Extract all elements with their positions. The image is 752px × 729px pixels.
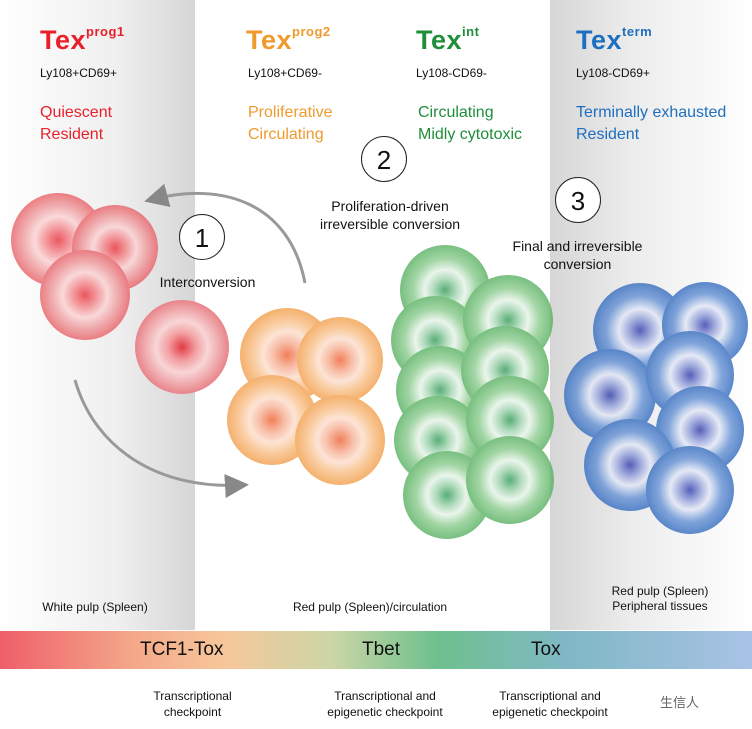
checkpoint-1: Transcriptional checkpoint: [153, 689, 232, 719]
interconversion-arrow-top: [144, 183, 307, 284]
location-left: White pulp (Spleen): [42, 600, 148, 614]
header-tex-term: Texterm: [576, 24, 653, 55]
marker-term: Ly108-CD69+: [576, 66, 650, 80]
term-cell-cluster: [564, 282, 748, 534]
bar-label-tcf1-tox: TCF1-Tox: [140, 639, 224, 660]
desc-term: Terminally exhausted Resident: [576, 104, 727, 143]
header-tex-prog1: Texprog1: [40, 24, 125, 55]
prog1-single-cell: [135, 300, 229, 394]
marker-prog1: Ly108+CD69+: [40, 66, 117, 80]
location-middle: Red pulp (Spleen)/circulation: [292, 600, 448, 614]
prog2-cell-cluster: [227, 308, 385, 485]
bar-label-tox: Tox: [531, 639, 561, 660]
step-1-label: Interconversion: [159, 274, 256, 290]
location-right: Red pulp (Spleen) Peripheral tissues: [611, 584, 709, 613]
expression-gradient-bar: [0, 631, 752, 669]
marker-prog2: Ly108+CD69-: [248, 66, 322, 80]
desc-prog1: Quiescent Resident: [40, 104, 113, 143]
step-2-label: Proliferation-driven irreversible conver…: [319, 198, 461, 232]
desc-int: Circulating Midly cytotoxic: [418, 104, 523, 143]
bar-label-tbet: Tbet: [362, 639, 401, 660]
header-tex-prog2: Texprog2: [246, 24, 331, 55]
prog1-cell-cluster: [11, 193, 158, 340]
int-cell-cluster: [391, 245, 554, 539]
checkpoint-2: Transcriptional and epigenetic checkpoin…: [327, 689, 443, 719]
watermark-logo: 生信人: [660, 695, 700, 710]
header-tex-int: Texint: [416, 24, 480, 55]
step-1-number: 1: [179, 214, 225, 260]
desc-prog2: Proliferative Circulating: [248, 104, 333, 143]
marker-int: Ly108-CD69-: [416, 66, 487, 80]
interconversion-arrow-bottom: [73, 379, 249, 499]
cell-diagram: [11, 183, 748, 539]
step-3-number: 3: [555, 177, 601, 223]
step-3-label: Final and irreversible conversion: [512, 238, 643, 272]
checkpoint-3: Transcriptional and epigenetic checkpoin…: [492, 689, 608, 719]
step-2-number: 2: [361, 136, 407, 182]
